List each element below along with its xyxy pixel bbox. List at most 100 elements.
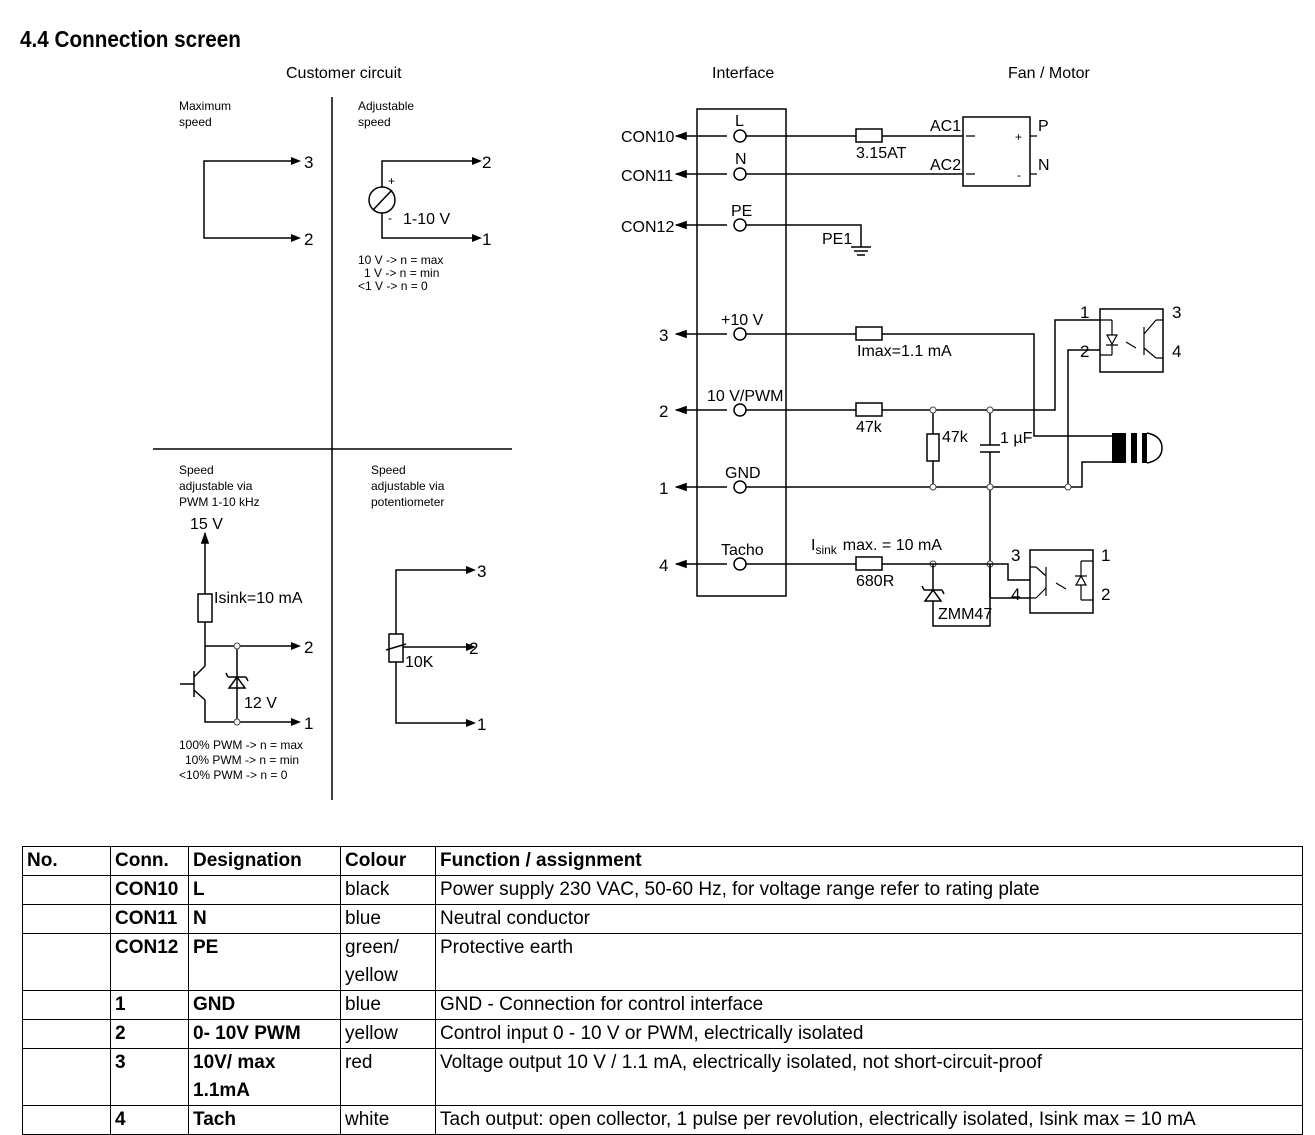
pot-heading-line1: Speed <box>371 463 406 477</box>
pwm-note-2: 10% PWM -> n = min <box>185 753 299 767</box>
cell-designation: PE <box>188 933 341 991</box>
junction-dots <box>929 406 1072 568</box>
opto2-pin-2: 2 <box>1101 585 1110 604</box>
voltage-source-arrow-icon <box>372 189 393 211</box>
imax-resistor <box>855 326 883 341</box>
r47k-shunt-resistor <box>926 433 940 462</box>
opto2-led-icon <box>1074 560 1093 601</box>
supply-label: 15 V <box>190 516 223 533</box>
ac2-label: AC2 <box>930 157 961 174</box>
heading-fan-motor: Fan / Motor <box>1008 65 1090 82</box>
transformer-core-left <box>1112 433 1126 463</box>
pot-arrow-2 <box>466 643 476 651</box>
header-no: No. <box>22 846 111 876</box>
adjustable-speed-label-line2: speed <box>358 115 391 129</box>
heading-interface: Interface <box>712 65 774 82</box>
cell-conn: CON11 <box>110 904 189 934</box>
ground-icon <box>851 246 871 256</box>
potentiometer-icon <box>388 633 404 663</box>
optocoupler-1 <box>1099 308 1164 373</box>
max-speed-arrow-3 <box>291 157 301 165</box>
table-row: 1 GND blue GND - Connection for control … <box>22 990 1303 1020</box>
cell-designation: 10V/ max 1.1mA <box>188 1048 341 1106</box>
table-row: CON10 L black Power supply 230 VAC, 50-6… <box>22 875 1303 905</box>
pin-l: L <box>735 113 744 130</box>
interface-box <box>696 108 787 597</box>
fuse-label: 3.15AT <box>856 145 907 162</box>
max-speed-label-line1: Maximum <box>179 99 231 113</box>
pwm-heading-line3: PWM 1-10 kHz <box>179 495 260 509</box>
cell-colour: green/ yellow <box>340 933 436 991</box>
opto1-led-icon <box>1100 319 1119 356</box>
pot-arrow-3 <box>466 566 476 574</box>
cell-function: Control input 0 - 10 V or PWM, electrica… <box>435 1019 1303 1049</box>
heading-customer-circuit: Customer circuit <box>286 65 402 82</box>
adjustable-speed-wire <box>381 160 476 239</box>
max-speed-label-line2: speed <box>179 115 212 129</box>
pot-terminal-3: 3 <box>477 562 486 581</box>
pe1-label: PE1 <box>822 231 852 248</box>
cell-function: Tach output: open collector, 1 pulse per… <box>435 1105 1303 1135</box>
pwm-arrow-1 <box>291 718 301 726</box>
cell-colour: black <box>340 875 436 905</box>
pot-terminal-1: 1 <box>477 715 486 734</box>
wire-10v-pwm <box>746 319 1100 411</box>
pot-arrow-1 <box>466 719 476 727</box>
optocoupler-2 <box>1029 549 1094 614</box>
table-row: 4 Tach white Tach output: open collector… <box>22 1105 1303 1135</box>
isink-resistor <box>197 593 213 623</box>
voltage-source-label: 1-10 V <box>403 211 450 228</box>
opto1-pin-4: 4 <box>1172 342 1181 361</box>
r47k-shunt-label: 47k <box>942 429 969 446</box>
max-speed-wire <box>203 160 298 239</box>
r47k-series-label: 47k <box>856 419 883 436</box>
wire-pe <box>746 224 862 247</box>
opto1-pin-2: 2 <box>1080 342 1089 361</box>
header-designation: Designation <box>188 846 341 876</box>
pwm-note-3: <10% PWM -> n = 0 <box>179 768 288 782</box>
page-title: 4.4 Connection screen <box>20 26 241 52</box>
connector-3: 3 <box>659 326 668 345</box>
capacitor-icon <box>980 410 1000 598</box>
pwm-junction-dot-low <box>233 718 241 726</box>
zmm47-label: ZMM47 <box>938 606 992 623</box>
opto1-pin-1: 1 <box>1080 303 1089 322</box>
cell-designation: L <box>188 875 341 905</box>
pot-wiper-icon <box>385 643 407 651</box>
cell-function: Neutral conductor <box>435 904 1303 934</box>
pwm-note-1: 100% PWM -> n = max <box>179 738 303 752</box>
n-label: N <box>1038 157 1050 174</box>
ac1-label: AC1 <box>930 118 961 135</box>
adjustable-speed-terminal-2: 2 <box>482 153 491 172</box>
cell-no <box>22 904 111 934</box>
wire-gnd <box>746 349 1112 488</box>
zmm47-diode-icon <box>921 585 945 602</box>
transistor-icon <box>180 665 206 701</box>
cell-conn: CON12 <box>110 933 189 991</box>
transformer-core-right <box>1142 433 1147 463</box>
cell-conn: 3 <box>110 1048 189 1106</box>
cell-function: Power supply 230 VAC, 50-60 Hz, for volt… <box>435 875 1303 905</box>
zener-tacho-wire <box>932 564 991 627</box>
pot-heading-line3: potentiometer <box>371 495 444 509</box>
cell-no <box>22 1019 111 1049</box>
cell-no <box>22 1048 111 1106</box>
cell-designation: N <box>188 904 341 934</box>
header-conn: Conn. <box>110 846 189 876</box>
pin-pe: PE <box>731 203 752 220</box>
cap-label: 1 µF <box>1000 430 1033 447</box>
isink-label: Isink=10 mA <box>214 590 303 607</box>
pot-value-label: 10K <box>405 654 434 671</box>
cell-conn: CON10 <box>110 875 189 905</box>
connection-diagram: Customer circuit Interface Fan / Motor M… <box>153 65 1181 800</box>
header-function: Function / assignment <box>435 846 1303 876</box>
cell-no <box>22 990 111 1020</box>
table-row: CON12 PE green/ yellow Protective earth <box>22 933 1303 991</box>
r680-label: 680R <box>856 573 894 590</box>
rectifier-plus: + <box>1015 130 1022 144</box>
adjustable-speed-arrow-1 <box>472 234 482 242</box>
pin-tacho: Tacho <box>721 542 764 559</box>
opto2-pin-1: 1 <box>1101 546 1110 565</box>
zener-label: 12 V <box>244 695 277 712</box>
cell-colour: blue <box>340 904 436 934</box>
